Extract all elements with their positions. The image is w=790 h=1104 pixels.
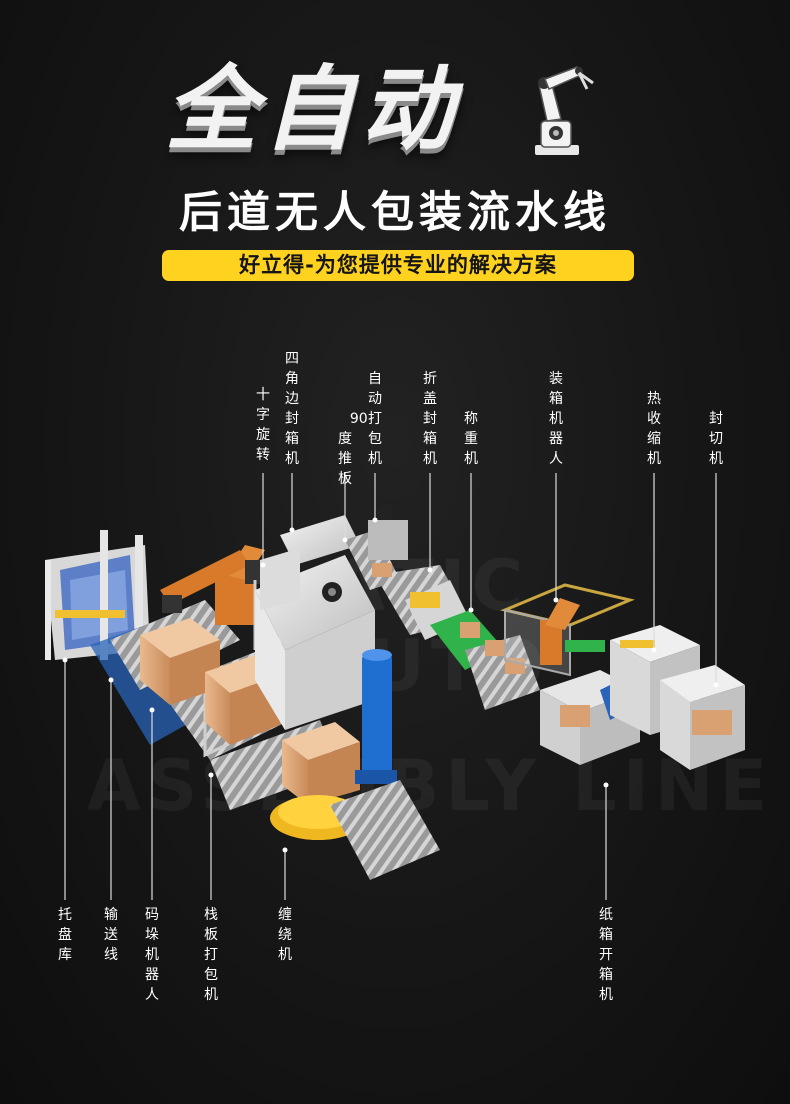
carton-stack-3 bbox=[282, 722, 360, 805]
middle-line bbox=[405, 580, 540, 710]
label-conveyor: 输 送 线 bbox=[104, 907, 118, 963]
label-four-corner-sealer: 四 角 边 封 箱 机 bbox=[285, 351, 299, 467]
label-weigher: 称 重 机 bbox=[464, 411, 478, 467]
leader-lines bbox=[64, 473, 717, 900]
label-sealing-cutter: 封 切 机 bbox=[709, 411, 723, 467]
label-carton-erector: 纸 箱 开 箱 机 bbox=[599, 907, 613, 1003]
palletizing-robot-unit bbox=[160, 545, 267, 625]
label-heat-shrink: 热 收 缩 机 bbox=[647, 391, 661, 467]
pallet-magazine-unit bbox=[45, 530, 150, 660]
robot-arm-icon bbox=[535, 66, 594, 155]
label-fold-cover-sealer: 折 盖 封 箱 机 bbox=[423, 371, 437, 467]
label-auto-strapping: 自 动 打 包 机 bbox=[368, 371, 382, 467]
label-wrapping-machine: 缠 绕 机 bbox=[278, 907, 292, 963]
label-palletizing-robot: 码 垛 机 器 人 bbox=[145, 907, 159, 1003]
main-title: 全自动 bbox=[165, 56, 460, 163]
label-pallet-magazine: 托 盘 库 bbox=[58, 907, 72, 963]
label-cross-rotate: 十 字 旋 转 bbox=[256, 387, 270, 463]
label-push-plate-90-text: 90 度 推 板 bbox=[338, 411, 368, 487]
label-push-plate-90: 90 度 推 板 bbox=[332, 389, 368, 509]
label-packing-robot: 装 箱 机 器 人 bbox=[549, 371, 563, 467]
banner: 好立得-为您提供专业的解决方案 bbox=[162, 250, 634, 281]
subtitle: 后道无人包装流水线 bbox=[179, 188, 611, 238]
label-pallet-strapping: 栈 板 打 包 机 bbox=[204, 907, 218, 1003]
sealing-cutter-unit bbox=[660, 665, 745, 770]
packing-robot-unit bbox=[500, 583, 635, 677]
title-block: 全自动 bbox=[165, 55, 625, 165]
watermark-line-3: ASSEMBLY LINE bbox=[86, 745, 774, 827]
